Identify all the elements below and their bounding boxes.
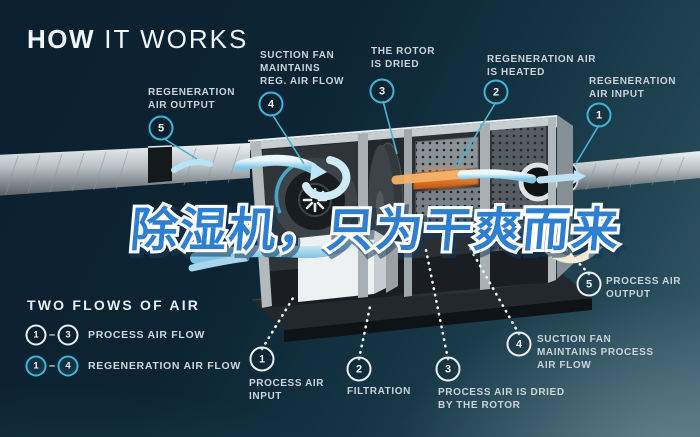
label-process-air-dried: PROCESS AIR IS DRIED BY THE ROTOR [438, 387, 565, 411]
badge-proc-fan-4: 4 [506, 331, 532, 357]
legend-regeneration-dash: – [48, 360, 56, 372]
badge-filtration-2: 2 [346, 356, 372, 382]
process-output-ribbon [544, 246, 598, 264]
badge-number: 1 [258, 353, 266, 365]
badge-number: 3 [444, 363, 452, 375]
page-title: HOW IT WORKS [27, 24, 248, 55]
badge-number: 3 [378, 85, 386, 97]
badge-rotor-3: 3 [369, 78, 395, 104]
badge-number: 4 [515, 338, 523, 350]
legend-process-dash: – [48, 329, 56, 341]
badge-number: 2 [355, 363, 363, 375]
label-process-air-output: PROCESS AIR OUTPUT [606, 276, 682, 300]
badge-number: 4 [65, 360, 71, 372]
machine-cabinet [247, 115, 573, 308]
label-filtration: FILTRATION [347, 386, 411, 397]
legend-regeneration-label: REGENERATION AIR FLOW [88, 360, 241, 372]
title-word-how: HOW [27, 24, 96, 54]
label-suction-fan-process: SUCTION FAN MAINTAINS PROCESS AIR FLOW [537, 334, 654, 371]
label-rotor-is-dried: THE ROTOR IS DRIED [371, 46, 436, 70]
badge-heated-2: 2 [483, 79, 509, 105]
badge-number: 1 [33, 329, 39, 341]
legend-title: TWO FLOWS OF AIR [27, 297, 201, 313]
heated-air-ribbon [391, 169, 469, 185]
badge-reg-output-5: 5 [148, 115, 174, 141]
legend-process-to-badge: 3 [57, 324, 79, 346]
label-process-air-input: PROCESS AIR INPUT [249, 378, 325, 402]
title-word-it-works: IT WORKS [104, 24, 249, 54]
legend-process-from-badge: 1 [25, 324, 47, 346]
badge-number: 3 [65, 329, 71, 341]
regeneration-leader-lines [162, 100, 600, 169]
badge-reg-input-1: 1 [586, 102, 612, 128]
badge-number: 5 [157, 122, 165, 134]
legend-regeneration-from-badge: 1 [25, 355, 47, 377]
badge-reg-fan-4: 4 [258, 91, 284, 117]
label-regeneration-air-output: REGENERATION AIR OUTPUT [148, 87, 236, 111]
right-duct [563, 151, 700, 191]
label-suction-fan-reg: SUCTION FAN MAINTAINS REG. AIR FLOW [260, 50, 345, 87]
badge-proc-dried-3: 3 [435, 356, 461, 382]
badge-number: 5 [585, 278, 593, 290]
badge-number: 4 [267, 98, 275, 110]
badge-proc-input-1: 1 [249, 346, 275, 372]
badge-number: 2 [492, 86, 500, 98]
process-leader-lines [260, 245, 591, 361]
label-regeneration-air-heated: REGENERATION AIR IS HEATED [487, 54, 597, 78]
air-flow-ribbons [171, 154, 598, 272]
badge-number: 1 [595, 109, 603, 121]
legend-process-label: PROCESS AIR FLOW [88, 329, 205, 341]
legend-regeneration-to-badge: 4 [57, 355, 79, 377]
badge-number: 1 [33, 360, 39, 372]
label-regeneration-air-input: REGENERATION AIR INPUT [589, 76, 677, 100]
badge-proc-output-5: 5 [576, 271, 602, 297]
left-duct [0, 143, 250, 196]
ribbon-arrowheads [310, 162, 603, 257]
